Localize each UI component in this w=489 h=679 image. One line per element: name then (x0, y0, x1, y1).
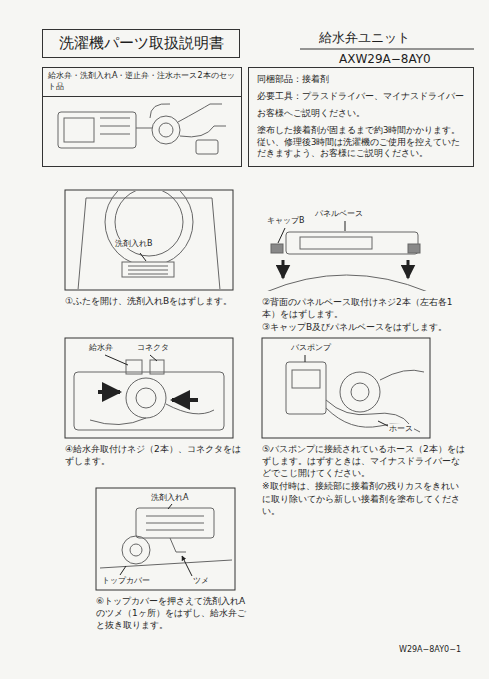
info-text: 塗布した接着剤が固まるまで約3時間かかります。従い、修理後3時間は洗濯機のご使用… (257, 125, 467, 161)
part-label: コネクタ (136, 343, 170, 352)
part-label: 給水弁 (88, 343, 114, 352)
figure-box: ④給水弁取付けネジ（2本）、コネクタをはずします。 (65, 338, 233, 438)
top-cover-illustration (100, 504, 232, 576)
part-label: キャップB (266, 216, 306, 225)
part-name-heading: 給水弁ユニット (318, 31, 411, 45)
step-caption: ⑥トップカバーを押さえて洗剤入れAのツメ（1ヶ所）をはずし、給水弁ごと抜き取りま… (96, 595, 246, 631)
part-label: バスポンプ (290, 343, 332, 352)
part-label: パネルベース (314, 209, 364, 218)
step-caption: ※取付時は、接続部に接着剤の残りカスをきれいに取り除いてから新しい接着剤を塗布し… (262, 480, 467, 516)
part-label: トップカバー (101, 576, 151, 585)
set-description: 給水弁・洗剤入れA・逆止弁・注水ホース2本のセット品 (43, 68, 241, 97)
underline (300, 49, 474, 50)
washer-top-illustration (78, 191, 220, 289)
step-caption: ③キャップB及びパネルベースをはずします。 (262, 321, 457, 333)
part-label: 洗剤入れB (114, 239, 154, 248)
bath-pump-illustration (286, 355, 424, 432)
step-caption: ④給水弁取付けネジ（2本）、コネクタをはずします。 (65, 443, 243, 467)
part-number: AXW29A−8AY0 (338, 53, 432, 67)
step-caption: ②背面のパネルベース取付けネジ2本（左右各1本）をはずします。 (262, 296, 457, 320)
part-label: ツメ (192, 576, 210, 585)
info-text: お客様へご説明ください。 (257, 108, 467, 120)
part-label: 洗剤入れA (150, 493, 189, 502)
info-text: 同梱部品：接着剤 (257, 74, 467, 86)
info-box: 給水弁・洗剤入れA・逆止弁・注水ホース2本のセット品 (42, 67, 242, 167)
document-title: 洗濯機パーツ取扱説明書 (59, 34, 224, 53)
figure-box: ②背面のパネルベース取付けネジ2本（左右各1本）をはずします。③キャップB及びパ… (262, 190, 430, 292)
page-code: W29A−8AY0−1 (398, 645, 462, 654)
figure-box: ⑥トップカバーを押さえて洗剤入れAのツメ（1ヶ所）をはずし、給水弁ごと抜き取りま… (96, 488, 235, 590)
info-text: 必要工具：プラスドライバー、マイナスドライバー (257, 91, 467, 103)
water-valve-illustration (74, 355, 224, 430)
figure-frame (65, 338, 233, 438)
figure-frame (262, 338, 430, 438)
figure-frame (96, 488, 235, 590)
panel-base-illustration (266, 221, 428, 291)
step-caption: ⑤バスポンプに接続されているホース（2本）をはずします。はずすときは、マイナスド… (262, 443, 467, 479)
title-box: 洗濯機パーツ取扱説明書 (42, 29, 240, 58)
step-caption: ①ふたを開け、洗剤入れBをはずします。 (65, 295, 245, 307)
valve-unit-illustration (58, 104, 226, 154)
part-label: ホース (388, 424, 414, 433)
info-box: 同梱部品：接着剤必要工具：プラスドライバー、マイナスドライバーお客様へご説明くだ… (248, 67, 474, 167)
figure-frame (65, 190, 233, 290)
figure-box: ⑤バスポンプに接続されているホース（2本）をはずします。はずすときは、マイナスド… (262, 338, 430, 438)
